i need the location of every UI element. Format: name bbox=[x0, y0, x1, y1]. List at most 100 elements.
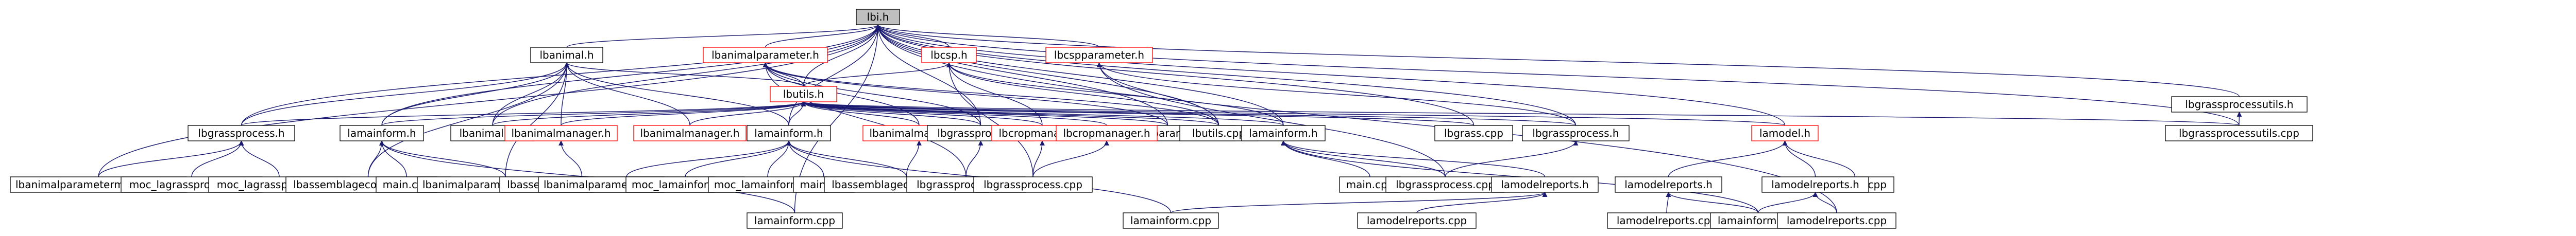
graph-node-label: lamodelreports.cpp bbox=[1787, 214, 1887, 227]
graph-node-label: lamainform.h bbox=[347, 127, 416, 139]
graph-node-n-lbcsp-h[interactable]: lbcsp.h bbox=[921, 47, 977, 63]
graph-edge-n-lbgrassprocessutils-cpp-to-root bbox=[875, 24, 2240, 126]
graph-edge-n-lbcspparam-h-to-root bbox=[875, 24, 1100, 48]
graph-node-n-lbgrassprocessutils-cpp[interactable]: lbgrassprocessutils.cpp bbox=[2165, 125, 2313, 141]
graph-edge-n-lbgrassprocessutils-cpp-to-n-lbgrassprocessutils-h bbox=[2236, 112, 2242, 126]
graph-node-box bbox=[2171, 96, 2308, 113]
graph-node-n-lbgrassprocess-h-right[interactable]: lbgrassprocess.h bbox=[1522, 125, 1630, 141]
graph-node-box bbox=[973, 176, 1093, 193]
graph-edge-n-lbanimal-cpp-to-n-animal-h bbox=[492, 62, 569, 126]
graph-node-n-lbanimalmanager-h-mid[interactable]: lbanimalmanager.h bbox=[633, 125, 747, 141]
graph-node-label: lbgrassprocess.h bbox=[1532, 127, 1619, 139]
graph-edge-n-lamainform-h-mid-to-root bbox=[788, 24, 880, 126]
graph-node-n-lbanimalmanager-h-top[interactable]: lbanimalmanager.h bbox=[504, 125, 618, 141]
graph-edge-n-lbanimalparametermanager-cpp-1-to-root bbox=[98, 24, 880, 177]
graph-node-n-lbcspparam-h[interactable]: lbcspparameter.h bbox=[1045, 47, 1153, 63]
graph-edge-n-lbgrassprocess-cpp-3-to-n-lamainform-h-right bbox=[1281, 140, 1446, 177]
graph-node-n-lbgrassprocess-cpp-2[interactable]: lbgrassprocess.cpp bbox=[973, 176, 1093, 193]
graph-node-label: lbutils.h bbox=[783, 88, 824, 100]
graph-node-n-lamainform-h-mid[interactable]: lamainform.h bbox=[747, 125, 831, 141]
graph-node-n-lamainform-h-right[interactable]: lamainform.h bbox=[1241, 125, 1326, 141]
graph-edge-n-main-cpp-2-to-n-lamainform-h-mid bbox=[786, 140, 824, 177]
graph-node-box bbox=[2165, 125, 2313, 141]
graph-edge-n-lamodelreports-h-3-to-n-lamodel-h bbox=[1782, 140, 1816, 177]
graph-edge-n-lbassemblageconversion-cpp-3-to-n-lamainform-h-mid bbox=[786, 140, 907, 177]
graph-node-n-lbgrassprocessutils-h[interactable]: lbgrassprocessutils.h bbox=[2171, 96, 2308, 113]
graph-edge-n-lbgrassprocess-cpp-2-to-n-lbcropmanager-h bbox=[1032, 140, 1045, 177]
graph-edge-n-lbanimalmanager-h-right-to-n-animalparam-h bbox=[762, 62, 920, 126]
graph-edge-n-lbgrassprocess-h-left-to-root bbox=[241, 24, 880, 126]
graph-node-label: lbcspparameter.h bbox=[1054, 49, 1144, 61]
graph-edge-n-lbanimalparametermanager-cpp-2-to-n-lamainform-h-left bbox=[379, 140, 506, 177]
graph-node-box bbox=[747, 212, 843, 229]
graph-edge-n-lamodelreports-cpp-1-to-n-lamodelreports-h-1 bbox=[1416, 192, 1548, 213]
graph-node-label: lbi.h bbox=[867, 11, 889, 23]
graph-node-box bbox=[1123, 212, 1219, 229]
graph-node-label: lamodelreports.cpp bbox=[1367, 214, 1467, 227]
graph-node-n-lamodelreports-h-2[interactable]: lamodelreports.h bbox=[1615, 176, 1722, 193]
graph-node-label: lamodel.h bbox=[1759, 127, 1810, 139]
graph-edge-n-lbanimalparametermanager-cpp-2-to-n-animal-h bbox=[505, 62, 569, 177]
graph-node-label: lbgrassprocessutils.h bbox=[2185, 98, 2293, 111]
graph-edge-n-lbgrassprocess-h-left-to-n-lbutils-h bbox=[241, 101, 806, 126]
graph-node-root[interactable]: lbi.h bbox=[856, 9, 900, 25]
graph-edge-n-lamodelreports-h-2-to-n-lamodel-h bbox=[1668, 140, 1788, 177]
graph-edge-n-animalparam-h-to-root bbox=[765, 24, 880, 48]
graph-node-label: lamodelreports.cpp bbox=[1617, 214, 1717, 227]
graph-node-box bbox=[1056, 125, 1158, 141]
graph-edge-n-lbanimalmanager-h-mid-to-n-animal-h bbox=[564, 62, 690, 126]
graph-edge-n-lbgrassprocess-cpp-2-to-n-lbcropmanager-h-2 bbox=[1032, 140, 1109, 177]
graph-node-box bbox=[1357, 212, 1477, 229]
graph-node-n-lamodelreports-h-3[interactable]: lamodelreports.h bbox=[1761, 176, 1869, 193]
graph-node-label: lamainform.h bbox=[754, 127, 823, 139]
graph-edge-n-lbutils-h-to-n-animal-h bbox=[564, 62, 804, 87]
graph-edge-n-lbgrassprocessutils-cpp-to-n-lbutils-h bbox=[801, 101, 2240, 126]
graph-edge-n-lbassemblageconversion-cpp-3-to-n-lbanimalmanager-h-right bbox=[906, 140, 922, 177]
graph-edge-n-lamainform-cpp-3-to-n-lamodelreports-h-3 bbox=[1757, 192, 1818, 213]
graph-node-box bbox=[530, 47, 603, 63]
graph-node-label: lbgrassprocess.h bbox=[198, 127, 284, 139]
graph-edge-n-lbcsp-h-to-root bbox=[875, 24, 950, 48]
graph-node-n-lamainform-cpp-1[interactable]: lamainform.cpp bbox=[747, 212, 843, 229]
graph-edge-n-lbgrass-cpp-to-root bbox=[875, 24, 1475, 126]
graph-edge-n-lbgrassprocess-h-left-to-n-animal-h bbox=[241, 62, 569, 126]
graph-edge-n-lbanimalparametermanager-cpp-3-to-n-lamainform-h-mid bbox=[626, 140, 791, 177]
graph-node-n-lamodelreports-cpp-1[interactable]: lamodelreports.cpp bbox=[1357, 212, 1477, 229]
graph-edge-n-lamainform-h-right-to-n-lbcsp-h bbox=[946, 62, 1284, 126]
graph-node-n-lbgrassprocess-cpp-3[interactable]: lbgrassprocess.cpp bbox=[1385, 176, 1505, 193]
graph-node-label: lbcropmanager.h bbox=[1063, 127, 1150, 139]
graph-edge-n-lamainform-h-left-to-n-animal-h bbox=[381, 62, 569, 126]
graph-node-n-lbcropmanager-h-2[interactable]: lbcropmanager.h bbox=[1056, 125, 1158, 141]
graph-node-n-animal-h[interactable]: lbanimal.h bbox=[530, 47, 603, 63]
graph-node-n-lamodelreports-cpp-3[interactable]: lamodelreports.cpp bbox=[1777, 212, 1896, 229]
graph-edge-n-lamodelreports-cpp-2-to-n-lamodelreports-h-2 bbox=[1666, 192, 1671, 213]
graph-edge-n-lbassemblageconversion-cpp-1-to-n-lamainform-h-left bbox=[367, 140, 384, 177]
graph-edge-n-lbanimal-cpp-to-n-lbutils-h bbox=[492, 101, 806, 126]
graph-edge-n-main-cpp-3-to-n-lamainform-h-right bbox=[1281, 140, 1370, 177]
graph-edge-n-lbanimalparametermanager-cpp-1-to-n-lbgrassprocess-h-left bbox=[98, 140, 244, 177]
graph-node-n-lbutils-h[interactable]: lbutils.h bbox=[770, 86, 837, 102]
graph-edge-n-lamainform-cpp-2-to-n-lamodelreports-h-1 bbox=[1170, 192, 1548, 213]
graph-node-box bbox=[633, 125, 747, 141]
graph-edge-n-lbgrassprocessutils-h-to-root bbox=[875, 24, 2240, 97]
graph-node-box bbox=[921, 47, 977, 63]
graph-edge-n-lamodel-h-to-n-lbutils-h bbox=[801, 101, 1786, 126]
graph-edge-n-lbutils-cpp-to-n-lbutils-h bbox=[801, 101, 1219, 126]
graph-node-n-lamodelreports-h-1[interactable]: lamodelreports.h bbox=[1491, 176, 1599, 193]
graph-edge-n-lbutils-cpp-to-n-lbcspparam-h bbox=[1096, 62, 1219, 126]
graph-edge-n-lbanimalmanager-h-right-to-n-lbutils-h bbox=[801, 101, 920, 126]
graph-node-n-animalparam-h[interactable]: lbanimalparameter.h bbox=[703, 47, 828, 63]
graph-node-n-lbgrassprocess-h-left[interactable]: lbgrassprocess.h bbox=[188, 125, 295, 141]
graph-node-label: lamodelreports.h bbox=[1501, 178, 1589, 191]
graph-edge-n-lbgrassprocess-cpp-3-to-n-lbgrassprocess-h-right bbox=[1445, 140, 1579, 177]
graph-edge-n-moc-lbgrassprocess-cxx-2-to-n-lbgrassprocess-h-left bbox=[239, 140, 280, 177]
graph-node-label: lbanimal.h bbox=[539, 49, 594, 61]
graph-node-n-lamainform-h-left[interactable]: lamainform.h bbox=[340, 125, 424, 141]
graph-node-label: lamainform.cpp bbox=[754, 214, 835, 227]
graph-edge-n-lbgrassprocess-cpp-1-to-n-lbgrassprocess-h-mid bbox=[965, 140, 984, 177]
graph-node-n-lamodelreports-cpp-2[interactable]: lamodelreports.cpp bbox=[1607, 212, 1726, 229]
graph-node-n-lbgrass-cpp[interactable]: lbgrass.cpp bbox=[1434, 125, 1513, 141]
graph-node-label: lamainform.h bbox=[1249, 127, 1317, 139]
graph-node-n-lamodel-h[interactable]: lamodel.h bbox=[1751, 125, 1819, 141]
graph-node-n-lamainform-cpp-2[interactable]: lamainform.cpp bbox=[1123, 212, 1219, 229]
